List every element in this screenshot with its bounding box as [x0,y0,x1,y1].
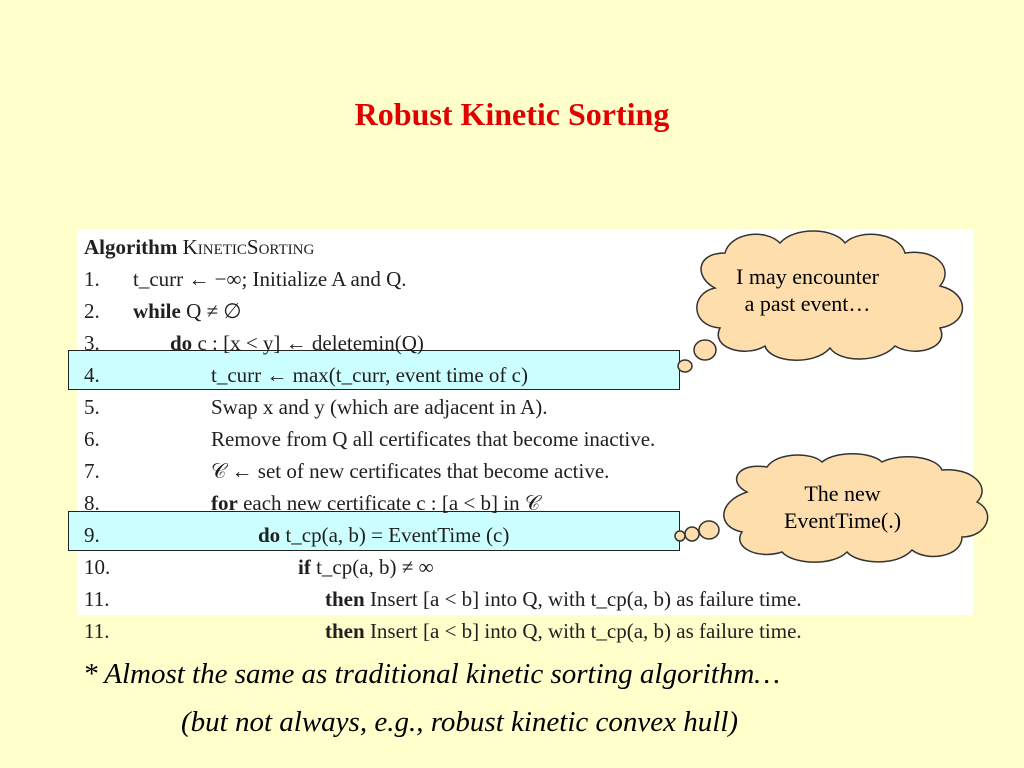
thought-cloud-event-time [674,453,989,563]
line-number: 7. [84,459,100,483]
line-text: Q ≠ ∅ [186,299,242,323]
line-keyword: do [170,331,193,355]
line-text: t_curr ← −∞; Initialize A and Q. [133,267,407,291]
line-text: c : [x < y] ← deletemin(Q) [197,331,424,355]
line-text: each new certificate c : [a < b] in 𝒞 [243,491,541,515]
line-number: 8. [84,491,100,515]
line-text: 𝒞 ← set of new certificates that become … [211,459,610,483]
line-text: Insert [a < b] into Q, with t_cp(a, b) a… [369,619,802,643]
line-text: t_cp(a, b) = EventTime (c) [285,523,510,547]
cloud-line: EventTime(.) [783,508,902,533]
line-keyword: while [133,299,181,323]
slide-title: Robust Kinetic Sorting [354,96,670,132]
line-keyword: if [298,555,311,579]
line-number: 9. [84,523,100,547]
line-text: Insert [a < b] into Q, with t_cp(a, b) a… [369,587,802,611]
line-text: Remove from Q all certificates that beco… [211,427,656,451]
highlight-line-9 [68,511,680,551]
line-number: 1. [84,267,100,291]
line-keyword: for [211,491,238,515]
cloud-line: The new [804,481,881,506]
cloud-text-past-event: I may encounter a past event… [700,263,915,317]
algorithm-keyword: Algorithm [84,235,178,259]
line-number: 2. [84,299,100,323]
line-keyword: do [258,523,281,547]
line-number: 3. [84,331,100,355]
line-number: 6. [84,427,100,451]
cloud-line: a past event… [744,291,871,316]
algorithm-name: KineticSorting [182,235,315,259]
footnote-line-2: (but not always, e.g., robust kinetic co… [181,706,739,738]
line-keyword: then [325,587,365,611]
algorithm-line: 11. [77,581,973,613]
line-code: then Insert [a < b] into Q, with t_cp(a,… [325,615,802,647]
line-number: 10. [84,555,111,579]
highlight-line-4 [68,350,680,390]
line-number: 5. [84,395,100,419]
footnote-line-1: * Almost the same as traditional kinetic… [83,658,781,690]
line-text: Swap x and y (which are adjacent in A). [211,395,548,419]
line-text: t_curr ← max(t_curr, event time of c) [211,363,528,387]
cloud-text-event-time: The new EventTime(.) [735,480,950,534]
cloud-line: I may encounter [736,264,879,289]
line-text: t_cp(a, b) ≠ ∞ [316,555,434,579]
line-keyword: then [325,619,370,643]
line-number: 11. [84,587,110,611]
thought-cloud-past-event [677,230,964,373]
line-number: 4. [84,363,100,387]
line-number: 11. [84,619,110,643]
